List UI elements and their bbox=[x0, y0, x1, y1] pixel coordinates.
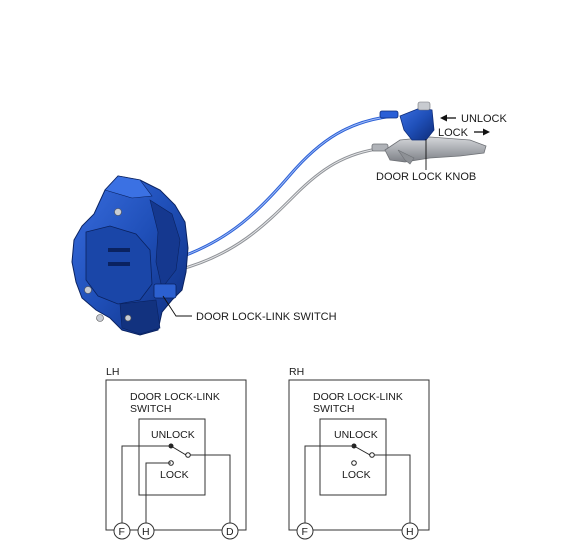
blue-cable-highlight bbox=[177, 115, 396, 259]
switch-unlock-contact bbox=[369, 452, 375, 458]
switch-label: DOOR LOCK-LINK SWITCH bbox=[196, 311, 337, 323]
lock-knob-body-icon bbox=[399, 107, 435, 141]
door-lock-actuator bbox=[71, 175, 189, 336]
schematic-rh: RH DOOR LOCK-LINK SWITCH UNLOCK LOCK F H bbox=[288, 366, 430, 540]
gray-cable-highlight bbox=[177, 147, 386, 271]
schematic-side-label: LH bbox=[106, 366, 119, 378]
actuator-top-ridge-icon bbox=[104, 175, 153, 199]
wire-h bbox=[145, 462, 171, 523]
bolt-icon bbox=[114, 208, 122, 216]
lock-arrowhead-icon bbox=[483, 128, 490, 136]
unlock-arrowhead-icon bbox=[440, 114, 447, 122]
blue-cable-end bbox=[379, 110, 399, 119]
schematic-title-line1: DOOR LOCK-LINK bbox=[130, 391, 220, 403]
actuator-slot-icon bbox=[108, 262, 130, 266]
unlock-contact-label: UNLOCK bbox=[334, 429, 378, 441]
wire-f bbox=[304, 445, 354, 523]
gray-cable bbox=[177, 146, 386, 272]
gray-cable-end bbox=[371, 143, 389, 152]
switch-inner-box bbox=[138, 418, 206, 496]
schematic-title-line2: SWITCH bbox=[130, 403, 171, 415]
schematic-outer-box bbox=[288, 379, 430, 531]
terminal-f-label: F bbox=[119, 526, 125, 538]
switch-unlock-contact bbox=[185, 452, 191, 458]
switch-blade bbox=[170, 445, 187, 456]
terminal-d-label: D bbox=[226, 526, 234, 538]
schematic-title-line2: SWITCH bbox=[313, 403, 354, 415]
wire-f bbox=[121, 445, 171, 523]
lock-contact-label: LOCK bbox=[342, 469, 371, 481]
switch-lock-contact bbox=[351, 460, 357, 466]
schematic-side-label: RH bbox=[289, 366, 304, 378]
terminal-h bbox=[137, 522, 155, 540]
schematic-lh: LH DOOR LOCK-LINK SWITCH UNLOCK LOCK F H… bbox=[105, 366, 247, 540]
callouts: UNLOCK LOCK DOOR LOCK KNOB DOOR LOCK-LIN… bbox=[162, 113, 508, 323]
inner-handle-icon bbox=[384, 136, 487, 163]
terminal-h-label: H bbox=[142, 526, 150, 538]
cables bbox=[177, 110, 399, 272]
schematic-title-line1: DOOR LOCK-LINK bbox=[313, 391, 403, 403]
terminal-h bbox=[401, 522, 419, 540]
actuator-slot-icon bbox=[108, 248, 130, 252]
lock-link-switch-icon bbox=[153, 283, 177, 299]
switch-inner-box bbox=[319, 418, 387, 496]
bolt-icon bbox=[84, 286, 92, 294]
lock-contact-label: LOCK bbox=[160, 469, 189, 481]
switch-blade bbox=[353, 445, 371, 456]
wire-h bbox=[374, 454, 411, 523]
actuator-lower-tab-icon bbox=[119, 299, 161, 335]
terminal-h-label: H bbox=[406, 526, 414, 538]
actuator-side-rib-icon bbox=[149, 199, 181, 289]
unlock-label: UNLOCK bbox=[461, 113, 508, 125]
terminal-d bbox=[221, 522, 239, 540]
knob-label: DOOR LOCK KNOB bbox=[376, 171, 476, 183]
unlock-contact-label: UNLOCK bbox=[151, 429, 195, 441]
terminal-f bbox=[113, 522, 131, 540]
inner-handle-assembly bbox=[384, 101, 487, 165]
bolt-icon bbox=[96, 314, 104, 322]
lock-label: LOCK bbox=[438, 127, 469, 139]
schematic-outer-box bbox=[105, 379, 247, 531]
switch-leader-line bbox=[162, 295, 192, 317]
terminal-f-label: F bbox=[302, 526, 308, 538]
wire-d bbox=[190, 454, 231, 523]
lock-knob-cap-icon bbox=[417, 101, 431, 111]
handle-lever-icon bbox=[397, 149, 415, 165]
bolt-icon bbox=[124, 314, 132, 322]
terminal-f bbox=[296, 522, 314, 540]
blue-cable bbox=[177, 114, 396, 260]
